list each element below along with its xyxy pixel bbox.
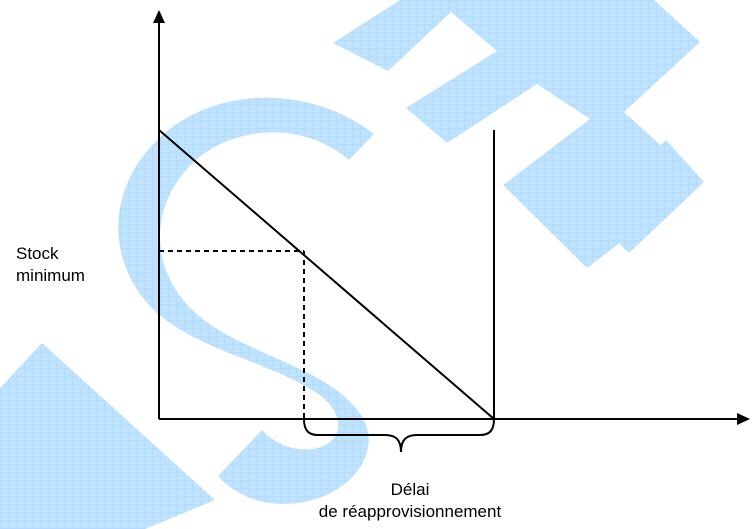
stock-minimum-line-2: minimum <box>16 266 85 285</box>
stock-depletion-line <box>158 129 495 420</box>
x-axis-arrow-icon <box>737 413 750 425</box>
lead-time-line-1: Délai <box>390 480 430 499</box>
lead-time-label: Délai de réapprovisionnement <box>292 479 528 523</box>
x-axis <box>159 413 750 425</box>
stock-minimum-line-1: Stock <box>16 244 59 263</box>
lead-time-line-2: de réapprovisionnement <box>318 502 502 521</box>
watermark-letter-s <box>118 97 374 504</box>
lead-time-brace <box>303 418 495 453</box>
y-axis <box>153 10 165 419</box>
watermark-letter-i <box>0 343 215 529</box>
y-axis-arrow-icon <box>153 10 165 23</box>
watermark-letter-e <box>333 0 704 268</box>
stock-minimum-label: Stock minimum <box>16 243 85 287</box>
